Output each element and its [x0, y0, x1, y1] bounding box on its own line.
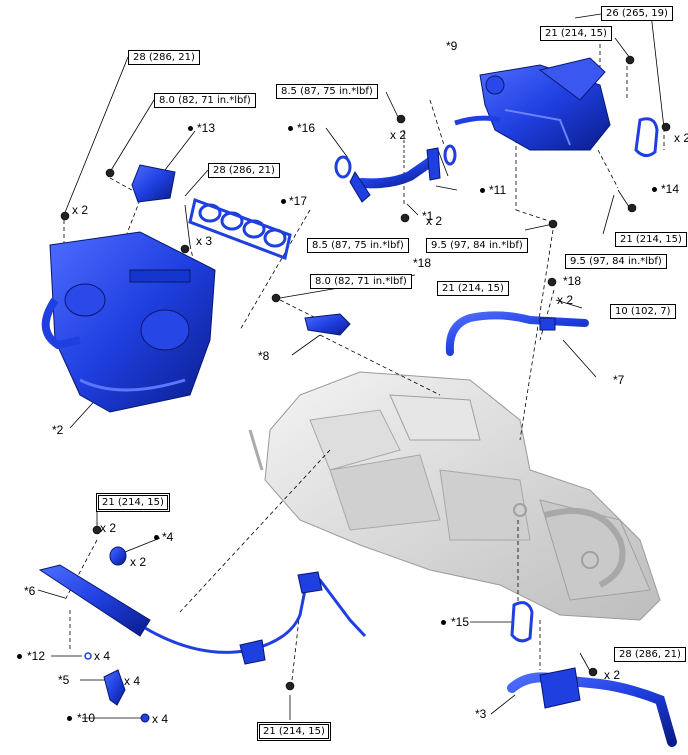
- bullet-12: [17, 654, 22, 659]
- part-label-3: *3: [475, 707, 487, 721]
- bracket-8: [304, 313, 351, 336]
- bullet-11: [480, 188, 485, 193]
- part-label-4: *4: [162, 530, 174, 544]
- torque-spec-21-right: 21 (214, 15): [615, 232, 687, 247]
- bracket-13: [131, 164, 176, 203]
- qty-insulator: x 2: [130, 555, 147, 569]
- torque-spec-8-5-mid: 8.5 (87, 75 in.*lbf): [307, 238, 409, 253]
- egr-pipe-1: [334, 144, 457, 203]
- torque-spec-8-5-top: 8.5 (87, 75 in.*lbf): [276, 84, 378, 99]
- bolts: [60, 55, 671, 691]
- torque-spec-28-bottom-right: 28 (286, 21): [614, 647, 686, 662]
- part-label-13: *13: [197, 121, 216, 135]
- part-label-10: *10: [77, 711, 96, 725]
- insulator-4: [109, 546, 127, 566]
- water-pipe-7: [445, 311, 589, 356]
- torque-spec-9-5-right: 9.5 (97, 84 in.*lbf): [565, 254, 667, 269]
- leader-lines: [37, 13, 665, 720]
- torque-spec-21-mid: 21 (214, 15): [437, 281, 509, 296]
- part-label-12: *12: [27, 649, 46, 663]
- gasket-15: [510, 601, 534, 643]
- part-label-8: *8: [258, 349, 270, 363]
- qty-bolt-28-mid: x 3: [196, 234, 213, 248]
- qty-bolt-21-bl: x 2: [100, 521, 117, 535]
- part-label-5: *5: [58, 673, 70, 687]
- bullet-17: [281, 199, 286, 204]
- bullet-4: [154, 535, 159, 540]
- fuel-rail-6: [38, 564, 367, 665]
- intake-gasket-17: [188, 198, 292, 261]
- bullet-14: [652, 187, 657, 192]
- torque-spec-21-top: 21 (214, 15): [540, 26, 612, 41]
- gasket-14: [634, 117, 659, 157]
- part-label-11: *11: [489, 183, 507, 197]
- qty-bolt-28-br: x 2: [604, 668, 621, 682]
- part-label-2: *2: [52, 423, 64, 437]
- part-label-14: *14: [661, 182, 680, 196]
- o-ring-12: [84, 652, 92, 660]
- part-label-1: *1: [422, 209, 434, 223]
- torque-spec-21-bottom-left: 21 (214, 15): [96, 493, 170, 512]
- part-label-7: *7: [613, 373, 625, 387]
- torque-spec-28-mid: 28 (286, 21): [208, 163, 280, 178]
- qty-o-ring: x 4: [94, 649, 111, 663]
- water-outlet-3: [507, 667, 677, 747]
- qty-bolt-28-left: x 2: [72, 203, 89, 217]
- torque-spec-8-0-mid: 8.0 (82, 71 in.*lbf): [310, 274, 412, 289]
- torque-spec-26: 26 (265, 19): [601, 6, 673, 21]
- torque-spec-8-0-top: 8.0 (82, 71 in.*lbf): [154, 93, 256, 108]
- injector-5: [103, 669, 126, 706]
- part-label-17: *17: [289, 194, 308, 208]
- part-label-18-b: *18: [563, 274, 582, 288]
- part-label-6: *6: [24, 584, 36, 598]
- qty-bolt-8-5-mid: x 2: [426, 214, 443, 228]
- egr-cooler-part: [454, 57, 611, 151]
- bullet-10: [67, 716, 72, 721]
- torque-spec-21-bottom: 21 (214, 15): [257, 722, 331, 741]
- bullet-13: [188, 126, 193, 131]
- part-label-18-a: *18: [413, 256, 432, 270]
- intake-manifold-2: [41, 231, 216, 413]
- qty-bolt-26: x 2: [674, 131, 688, 145]
- part-label-9: *9: [446, 39, 458, 53]
- qty-seal: x 4: [152, 712, 169, 726]
- torque-spec-9-5-left: 9.5 (97, 84 in.*lbf): [426, 238, 528, 253]
- qty-injector: x 4: [124, 674, 141, 688]
- bullet-16: [288, 126, 293, 131]
- part-label-16: *16: [297, 121, 316, 135]
- qty-bolt-10: x 2: [557, 293, 574, 307]
- torque-spec-28-left: 28 (286, 21): [128, 50, 200, 65]
- qty-bolt-8-5-top: x 2: [390, 128, 407, 142]
- seal-10: [140, 713, 150, 723]
- part-label-15: *15: [451, 615, 470, 629]
- torque-spec-10: 10 (102, 7): [610, 304, 676, 319]
- bullet-15: [441, 620, 446, 625]
- engine-block: [248, 371, 661, 621]
